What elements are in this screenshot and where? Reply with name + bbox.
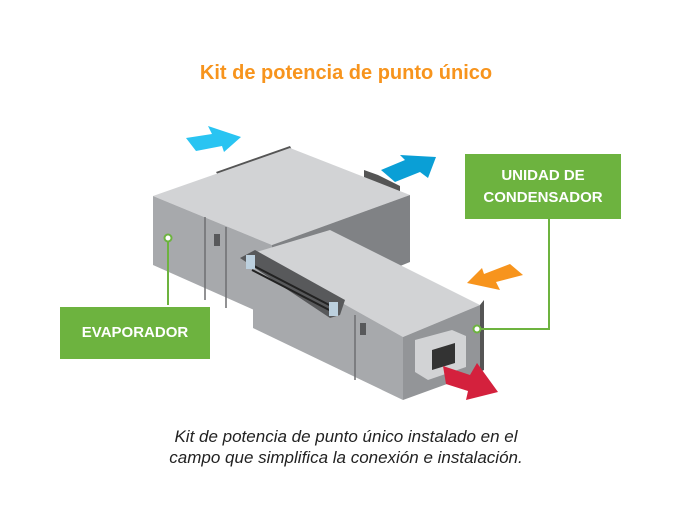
condenser-label: UNIDAD DE CONDENSADOR xyxy=(465,154,621,219)
evaporator-front xyxy=(153,196,272,318)
power-kit-box-right xyxy=(329,302,338,316)
condenser-vent xyxy=(360,323,366,335)
power-kit-box-left xyxy=(246,255,255,269)
red-arrow-icon xyxy=(443,363,498,400)
evaporator-vent xyxy=(214,234,220,246)
caption-line-1: Kit de potencia de punto único instalado… xyxy=(174,427,518,446)
caption: Kit de potencia de punto único instalado… xyxy=(0,426,692,468)
diagram-title: Kit de potencia de punto único xyxy=(199,62,493,84)
power-kit-conduit xyxy=(240,250,345,318)
caption-line-2: campo que simplifica la conexión e insta… xyxy=(169,448,523,467)
cyan-arrow-icon xyxy=(186,126,241,152)
evaporator-top xyxy=(153,148,410,245)
evaporator-right-flange xyxy=(364,170,400,193)
orange-arrow-icon xyxy=(467,264,523,290)
evaporator-label: EVAPORADOR xyxy=(60,307,210,359)
condenser-top xyxy=(253,230,480,337)
blue-arrow-icon xyxy=(381,155,436,182)
condenser-leader-line xyxy=(477,218,550,330)
